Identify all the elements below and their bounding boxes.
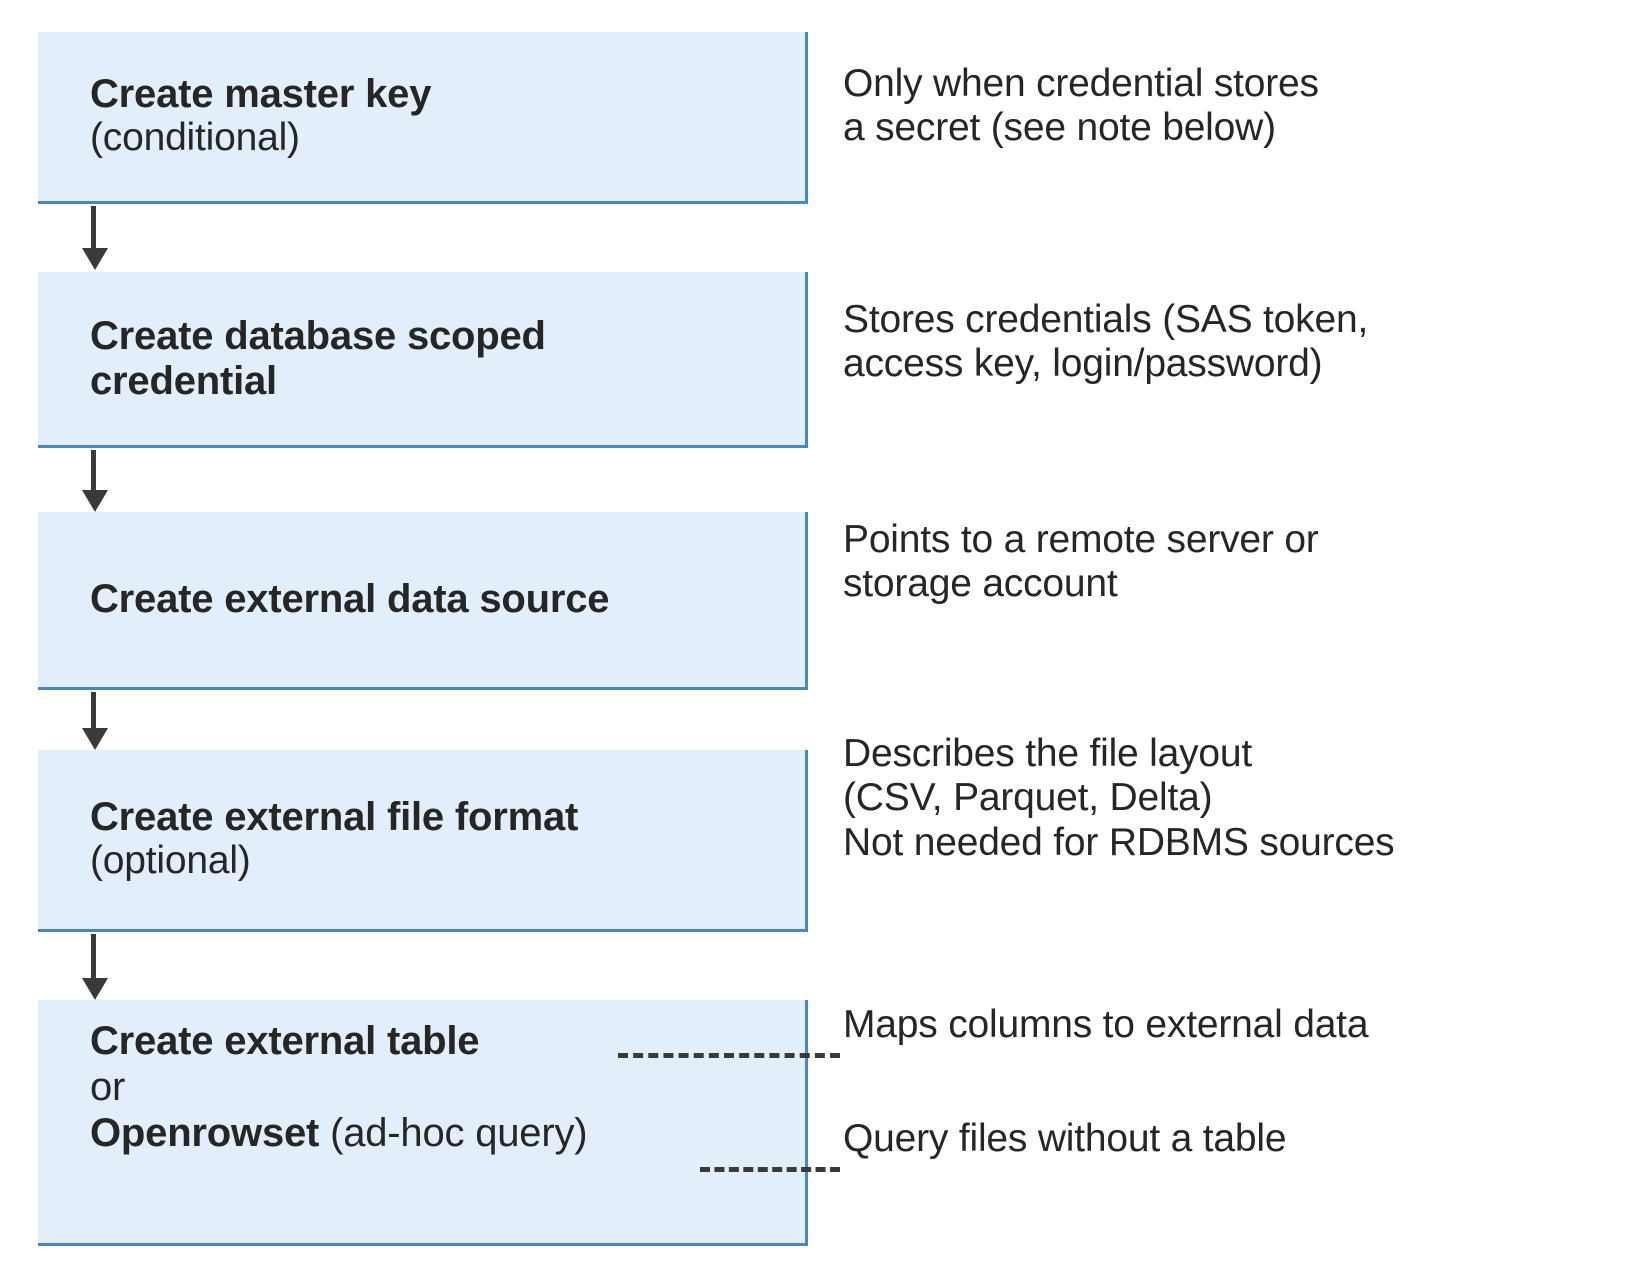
- arrow-shaft: [91, 934, 96, 978]
- flow-step-create-master-key: Create master key (conditional): [38, 32, 808, 204]
- step-title: Create external file format: [90, 794, 579, 839]
- step-subtitle-openrowset: (ad-hoc query): [319, 1111, 588, 1155]
- flow-step-create-external-file-format: Create external file format (optional): [38, 750, 808, 932]
- step-title: Create external data source: [90, 577, 610, 622]
- step-subtitle: (conditional): [90, 116, 300, 160]
- step-note-create-database-scoped-credential: Stores credentials (SAS token, access ke…: [843, 298, 1369, 386]
- step-subtitle: (optional): [90, 839, 251, 883]
- step-line-or: or: [90, 1065, 126, 1109]
- step-note-create-external-table: Maps columns to external data: [843, 1003, 1369, 1046]
- step-title: Create external table: [90, 1019, 480, 1063]
- arrow-head: [82, 248, 108, 270]
- arrow-head: [82, 978, 108, 1000]
- dashed-connector-table: [618, 1053, 840, 1058]
- down-arrow-icon-4: [82, 934, 108, 1000]
- dashed-connector-openrowset: [700, 1167, 840, 1172]
- arrow-shaft: [91, 692, 96, 728]
- flow-step-create-external-data-source: Create external data source: [38, 512, 808, 690]
- step-title: Create database scoped credential: [90, 313, 546, 403]
- arrow-shaft: [91, 206, 96, 248]
- step-note-create-external-file-format: Describes the file layout (CSV, Parquet,…: [843, 732, 1395, 864]
- down-arrow-icon-2: [82, 450, 108, 512]
- step-note-create-master-key: Only when credential stores a secret (se…: [843, 62, 1319, 150]
- down-arrow-icon-1: [82, 206, 108, 270]
- arrow-head: [82, 728, 108, 750]
- step-title-openrowset: Openrowset: [90, 1111, 320, 1155]
- flow-step-create-external-table-or-openrowset: Create external table or Openrowset (ad-…: [38, 1000, 808, 1246]
- step-line-openrowset: Openrowset (ad-hoc query): [90, 1110, 805, 1156]
- step-line-create-external-table: Create external table: [90, 1018, 805, 1064]
- step-title: Create master key: [90, 71, 432, 116]
- step-note-create-external-data-source: Points to a remote server or storage acc…: [843, 518, 1319, 606]
- arrow-shaft: [91, 450, 96, 490]
- step-note-openrowset: Query files without a table: [843, 1117, 1287, 1160]
- flow-step-create-database-scoped-credential: Create database scoped credential: [38, 272, 808, 448]
- down-arrow-icon-3: [82, 692, 108, 750]
- arrow-head: [82, 490, 108, 512]
